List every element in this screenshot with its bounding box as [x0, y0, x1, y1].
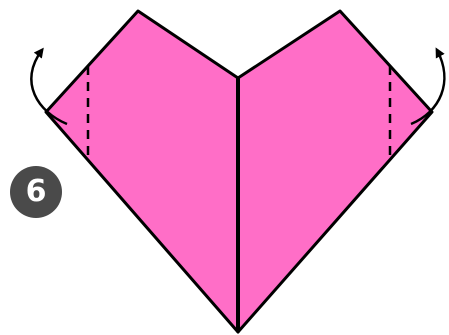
step-number-badge: 6 [10, 166, 62, 218]
left-paper-panel [46, 11, 238, 332]
step-number-text: 6 [26, 177, 47, 207]
right-paper-panel [238, 11, 432, 332]
